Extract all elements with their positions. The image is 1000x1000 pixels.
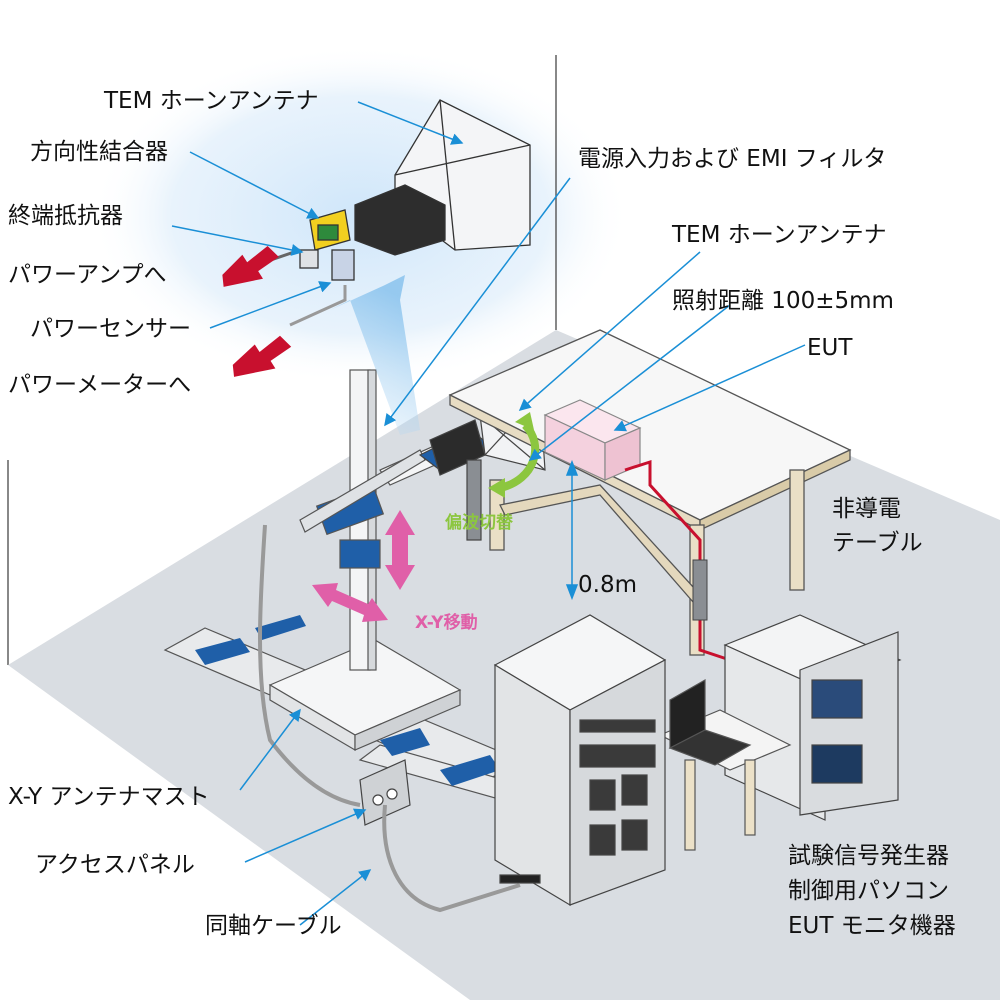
label-to-power-meter: パワーメーターへ <box>8 372 192 398</box>
label-tem-horn-top: TEM ホーンアンテナ <box>104 88 319 114</box>
coax-cable <box>258 524 361 807</box>
label-power-input-emi-filter: 電源入力および EMI フィルタ <box>578 146 887 172</box>
label-to-power-amp: パワーアンプへ <box>8 262 167 288</box>
access-panel-box <box>359 759 411 826</box>
equipment-rack-right <box>723 614 902 821</box>
room-walls <box>7 55 557 665</box>
label-xy-move: X-Y移動 <box>415 613 478 633</box>
label-terminator: 終端抵抗器 <box>8 203 123 229</box>
label-coax-cable: 同軸ケーブル <box>205 913 342 939</box>
xy-move-arrows <box>312 510 415 622</box>
label-power-sensor: パワーセンサー <box>30 316 191 342</box>
power-cable <box>624 459 731 662</box>
label-eut: EUT <box>807 335 853 361</box>
radiation-beam <box>330 275 420 435</box>
label-non-conductive-table-1: 非導電 <box>832 496 901 522</box>
label-tem-horn-mid: TEM ホーンアンテナ <box>672 222 887 248</box>
height-dimension <box>565 459 579 601</box>
label-directional-coupler: 方向性結合器 <box>30 139 168 165</box>
top-horn-assembly <box>264 99 531 327</box>
leader-lines <box>171 101 806 926</box>
red-arrows <box>222 246 292 377</box>
label-equipment-1: 試験信号発生器 <box>788 843 949 869</box>
label-non-conductive-table-2: テーブル <box>832 530 923 556</box>
label-xy-mast: X-Y アンテナマスト <box>8 784 210 810</box>
label-irradiation-distance: 照射距離 100±5mm <box>672 288 894 314</box>
laptop-table <box>658 678 792 851</box>
equipment-rack-main <box>493 614 667 907</box>
label-height: 0.8m <box>578 572 637 598</box>
label-equipment-2: 制御用パソコン <box>788 878 949 904</box>
label-equipment-3: EUT モニタ機器 <box>788 913 956 939</box>
label-polarization-switch: 偏波切替 <box>445 513 513 533</box>
label-access-panel: アクセスパネル <box>35 852 195 878</box>
mast-base <box>268 639 462 752</box>
polarization-arrow <box>498 422 540 492</box>
